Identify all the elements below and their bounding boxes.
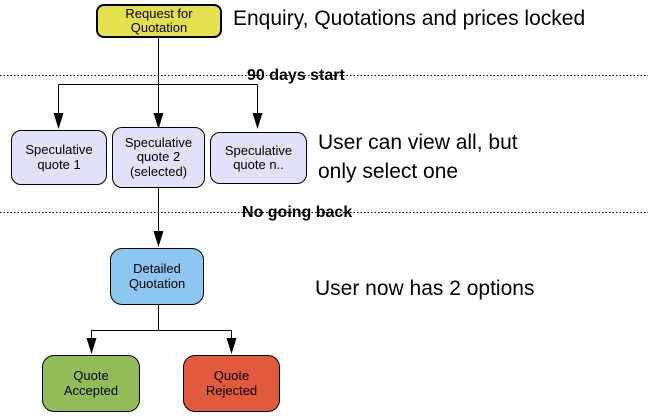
annotation-user-two-options: User now has 2 options — [315, 277, 535, 300]
arrow-down-icon — [153, 231, 164, 247]
node-request-for-quotation: Request for Quotation — [96, 4, 222, 38]
arrow-down-icon — [53, 113, 64, 129]
phase-label-no-going-back: No going back — [242, 204, 353, 221]
arrow-down-icon — [86, 338, 97, 354]
node-detailed-quotation: Detailed Quotation — [110, 248, 204, 305]
annotation-enquiry-prices-locked: Enquiry, Quotations and prices locked — [233, 7, 586, 30]
connector-lines — [58, 38, 258, 341]
arrow-down-icon — [226, 338, 237, 354]
node-quote-accepted: Quote Accepted — [42, 355, 140, 412]
node-speculative-quote-n: Speculative quote n.. — [210, 132, 307, 184]
node-speculative-quote-2-selected: Speculative quote 2 (selected) — [112, 127, 205, 188]
arrow-down-icon — [153, 113, 164, 129]
node-speculative-quote-1: Speculative quote 1 — [11, 130, 107, 185]
phase-label-90-days-start: 90 days start — [247, 67, 345, 84]
node-quote-rejected: Quote Rejected — [183, 355, 280, 412]
arrow-down-icon — [252, 113, 263, 129]
annotation-user-can-view-all: User can view all, but only select one — [318, 131, 518, 183]
